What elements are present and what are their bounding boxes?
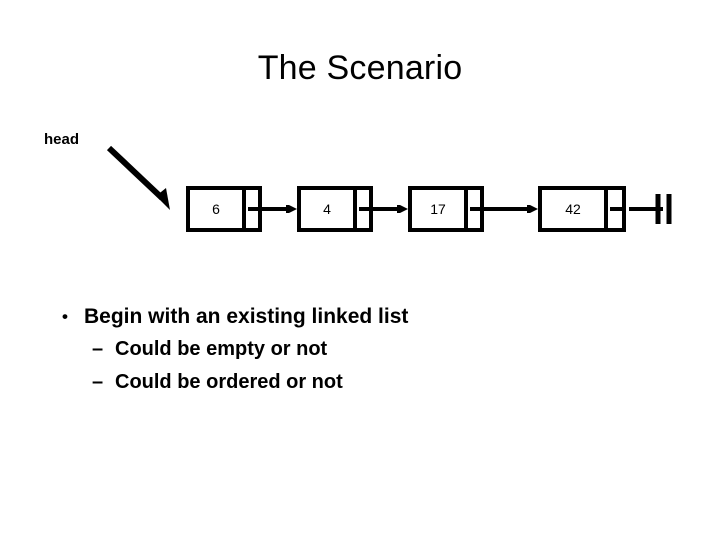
node-pointer-cell [353, 190, 375, 228]
bullet-marker-icon: – [92, 371, 104, 393]
list-node: 42 [538, 186, 626, 232]
node-value: 6 [212, 201, 220, 217]
list-item: – Could be empty or not [56, 333, 656, 366]
bullet-marker-icon: • [62, 307, 68, 326]
list-item: – Could be ordered or not [56, 366, 656, 399]
link-arrow-icon [262, 205, 297, 213]
node-pointer-cell [464, 190, 486, 228]
list-node: 17 [408, 186, 484, 232]
node-value: 17 [430, 201, 446, 217]
list-node: 6 [186, 186, 262, 232]
node-pointer-cell [242, 190, 264, 228]
node-value: 42 [565, 201, 581, 217]
list-node: 4 [297, 186, 373, 232]
list-item-label: Could be empty or not [115, 338, 328, 360]
link-arrow-icon [373, 205, 408, 213]
head-pointer-label: head [44, 131, 80, 148]
head-pointer-arrow-icon [106, 145, 170, 210]
list-item-label: Could be ordered or not [115, 371, 343, 393]
node-pointer-cell [604, 190, 626, 228]
link-arrow-icon [484, 205, 538, 213]
bullet-marker-icon: – [92, 338, 104, 360]
bullet-list: • Begin with an existing linked list – C… [56, 300, 656, 399]
list-item: • Begin with an existing linked list [56, 300, 656, 333]
node-value: 4 [323, 201, 331, 217]
page-title: The Scenario [257, 49, 463, 87]
list-item-label: Begin with an existing linked list [84, 305, 409, 328]
null-terminator-icon [629, 194, 672, 224]
